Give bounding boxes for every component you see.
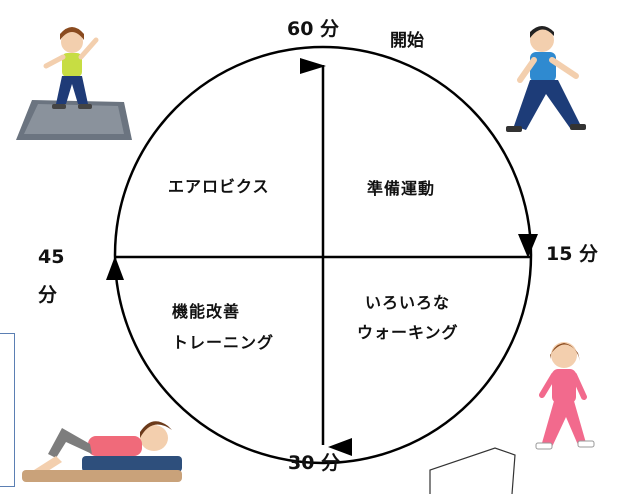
quadrant-top-right-label: 準備運動 <box>367 179 436 198</box>
quadrant-bottom-left-line1: 機能改善 <box>172 302 241 321</box>
quadrant-top-left-label: エアロビクス <box>168 177 270 196</box>
stretching-man-icon <box>506 26 586 132</box>
lying-woman-icon <box>22 421 182 482</box>
arrow-left <box>106 256 124 280</box>
speech-bubble-outline <box>429 447 516 494</box>
time-label-15: 15 分 <box>546 243 599 265</box>
time-label-45-unit: 分 <box>38 284 58 306</box>
arrow-top <box>300 58 326 74</box>
quadrant-bottom-right-line1: いろいろな <box>365 293 451 312</box>
time-label-60: 60 分 <box>287 18 340 40</box>
quadrant-bottom-left-line2: トレーニング <box>172 333 275 352</box>
walking-nurse-icon <box>535 342 595 450</box>
cycle-circle <box>113 45 533 465</box>
side-frame <box>0 333 15 487</box>
aerobics-woman-icon <box>16 27 132 140</box>
time-label-45-number: 45 <box>38 246 65 268</box>
arrow-right <box>518 234 538 258</box>
arrow-bottom <box>328 438 352 456</box>
start-label: 開始 <box>390 31 424 51</box>
quadrant-bottom-right-line2: ウォーキング <box>357 323 459 342</box>
time-label-30: 30 分 <box>288 452 341 474</box>
